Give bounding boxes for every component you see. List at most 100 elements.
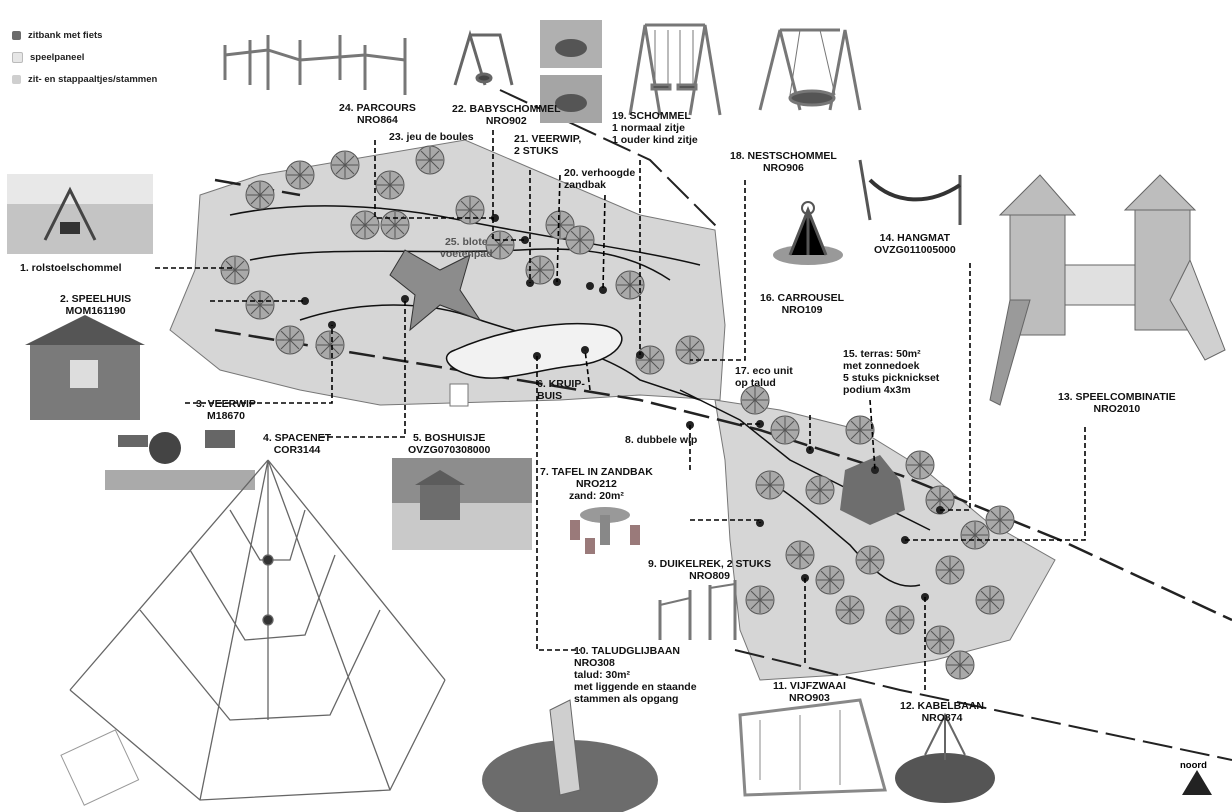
label-speelhuis: 2. SPEELHUIS MOM161190 [60, 293, 131, 317]
kabelbaan-illustration [895, 712, 995, 803]
label-line: OVZG011005000 [874, 244, 956, 256]
north-label: noord [1180, 760, 1207, 771]
spacenet-illustration [69, 459, 446, 801]
sand-track [445, 322, 623, 379]
tafel-illustration [570, 507, 640, 554]
glijbaan-illustration [482, 699, 658, 812]
leader-lines [155, 130, 1086, 690]
label-line: MOM161190 [65, 305, 126, 317]
label-line: zand: 20m² [568, 490, 624, 502]
label-line: 22. BABYSCHOMMEL [452, 103, 561, 115]
label-line: NRO903 [789, 692, 830, 704]
label-line: 13. SPEELCOMBINATIE [1058, 391, 1176, 403]
babyswing-illustration [453, 29, 514, 86]
label-tafel-in-zandbak: 7. TAFEL IN ZANDBAK NRO212 zand: 20m² [540, 466, 653, 502]
label-line: 10. TALUDGLIJBAAN [574, 645, 680, 657]
label-line: 1. rolstoelschommel [20, 262, 122, 274]
label-line: 1 normaal zitje [612, 122, 685, 134]
label-dubbele-wip: 8. dubbele wip [625, 434, 697, 446]
label-line: 3. VEERWIP [196, 398, 256, 410]
north-arrow [1182, 770, 1212, 795]
label-eco-unit: 17. eco unit op talud [735, 365, 793, 389]
nestswing-illustration [758, 28, 862, 111]
legend-item: zitbank met fiets [12, 24, 157, 46]
label-schommel: 19. SCHOMMEL 1 normaal zitje 1 ouder kin… [612, 110, 698, 146]
label-line: NRO864 [356, 114, 398, 126]
speelcombinatie-illustration [989, 174, 1226, 406]
label-line: 6. KRUIP- [537, 378, 585, 390]
label-line: met liggende en staande [574, 681, 697, 693]
label-line: NRO874 [921, 712, 963, 724]
hammock-illustration [858, 159, 962, 225]
label-line: 9. DUIKELREK, 2 STUKS [648, 558, 772, 570]
parcours-illustration [223, 35, 407, 95]
veerwip-illustration [105, 430, 255, 490]
terrace [840, 455, 905, 525]
legend-label: zitbank met fiets [28, 29, 103, 41]
label-line: met zonnedoek [843, 360, 920, 372]
label-line: 4. SPACENET [263, 432, 332, 444]
legend-item: zit- en stappaaltjes/stammen [12, 68, 157, 90]
label-line: 20. verhoogde [564, 167, 636, 179]
label-line: NRO902 [485, 115, 527, 127]
star-sandbox [389, 249, 482, 332]
label-line: 11. VIJFZWAAI [773, 680, 846, 692]
label-line: COR3144 [273, 444, 321, 456]
label-line: podium 4x3m [843, 384, 911, 396]
legend: zitbank met fiets speelpaneel zit- en st… [12, 24, 157, 90]
boshuisje-photo [392, 458, 532, 550]
label-line: 18. NESTSCHOMMEL [730, 150, 837, 162]
label-veerwip-2-stuks: 21. VEERWIP, 2 STUKS [514, 133, 581, 157]
label-boshuisje: 5. BOSHUISJE OVZG070308000 [408, 432, 490, 456]
label-line: 2. SPEELHUIS [60, 293, 132, 305]
label-line: 1 ouder kind zitje [612, 134, 698, 146]
label-line: 7. TAFEL IN ZANDBAK [540, 466, 653, 478]
duikelrek-illustration [658, 580, 737, 640]
swing-illustration [628, 23, 722, 116]
legend-label: speelpaneel [30, 51, 85, 63]
label-babyschommel: 22. BABYSCHOMMEL NRO902 [452, 103, 561, 127]
label-line: voetenpad [440, 248, 493, 260]
paaltjes-swatch-icon [12, 74, 21, 84]
label-line: NRO906 [762, 162, 804, 174]
label-line: NRO212 [575, 478, 617, 490]
label-line: 25. blote [444, 236, 488, 248]
label-line: talud: 30m² [574, 669, 631, 681]
label-taludglijbaan: 10. TALUDGLIJBAAN NRO308 talud: 30m² met… [574, 645, 697, 705]
label-line: M18670 [206, 410, 245, 422]
label-speelcombinatie: 13. SPEELCOMBINATIE NRO2010 [1058, 391, 1176, 415]
label-parcours: 24. PARCOURS NRO864 [339, 102, 416, 126]
label-rolstoelschommel: 1. rolstoelschommel [20, 262, 122, 274]
label-line: BUIS [537, 390, 563, 402]
label-line: 16. CARROUSEL [760, 292, 845, 304]
label-line: 2 STUKS [514, 145, 559, 157]
label-line: 21. VEERWIP, [514, 133, 582, 145]
label-blote-voetenpad: 25. blote voetenpad [440, 236, 493, 260]
label-veerwip: 3. VEERWIP M18670 [196, 398, 256, 422]
label-line: 8. dubbele wip [625, 434, 698, 446]
label-line: 12. KABELBAAN [900, 700, 985, 712]
label-line: NRO2010 [1093, 403, 1141, 415]
carrousel-illustration [773, 201, 843, 265]
label-line: 23. jeu de boules [389, 131, 474, 143]
label-hangmat: 14. HANGMAT OVZG011005000 [874, 232, 956, 256]
speelhuis-illustration [25, 315, 145, 420]
label-line: 5 stuks picknickset [843, 372, 940, 384]
label-jeu-de-boules: 23. jeu de boules [389, 131, 474, 143]
veerwip-photos [540, 20, 602, 123]
label-duikelrek: 9. DUIKELREK, 2 STUKS NRO809 [648, 558, 771, 582]
label-kabelbaan: 12. KABELBAAN NRO874 [900, 700, 984, 724]
label-line: NRO308 [574, 657, 615, 669]
label-line: 5. BOSHUISJE [412, 432, 486, 444]
legend-item: speelpaneel [12, 46, 157, 68]
label-spacenet: 4. SPACENET COR3144 [263, 432, 331, 456]
label-nestschommel: 18. NESTSCHOMMEL NRO906 [730, 150, 837, 174]
rolstoelschommel-photo [7, 174, 153, 254]
label-line: 17. eco unit [735, 365, 793, 377]
zitbank-swatch-icon [12, 30, 21, 40]
speelpaneel-square-2 [60, 729, 140, 806]
speelpaneel-swatch-icon [12, 51, 23, 63]
label-verhoogde-zandbak: 20. verhoogde zandbak [564, 167, 635, 191]
vijfzwaai-illustration [738, 698, 887, 797]
